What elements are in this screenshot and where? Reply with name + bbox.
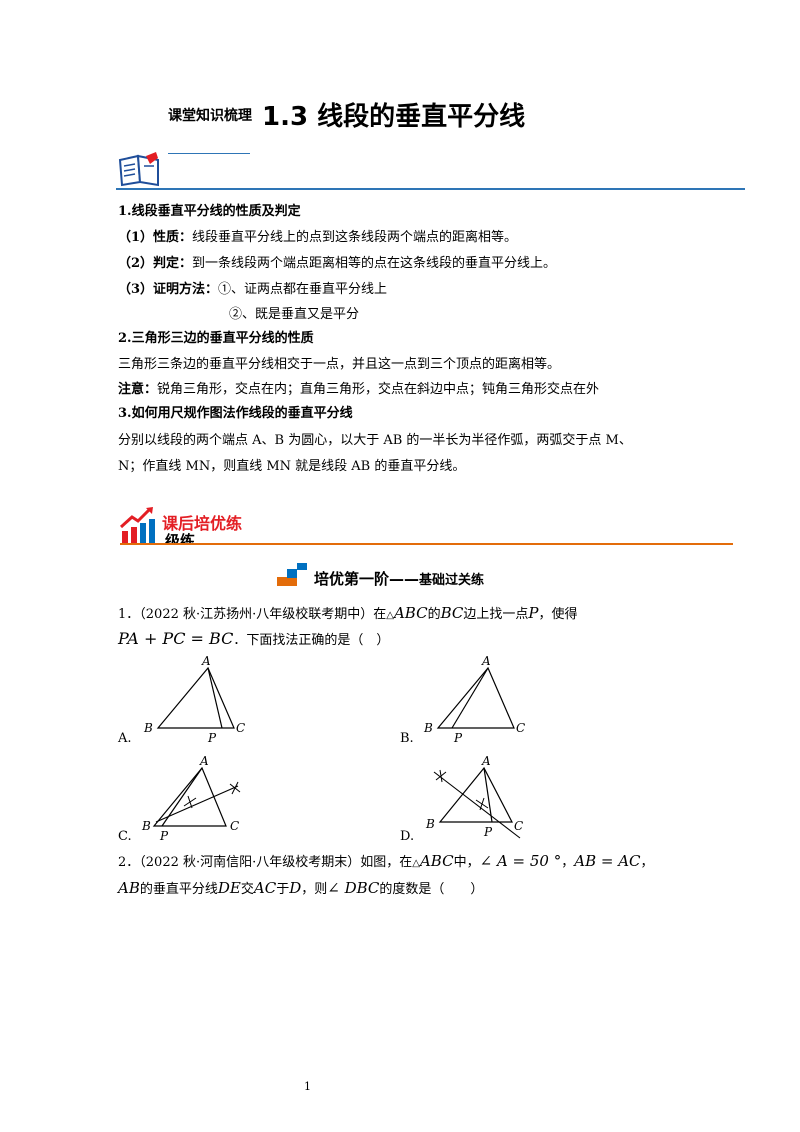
practice-label: 课后培优练: [162, 514, 243, 533]
q2-ac: AC: [253, 879, 277, 897]
q1-d-label-B: B: [425, 817, 435, 831]
q1-a-label-C: C: [236, 721, 245, 735]
q1-rest: 边上找一点: [463, 607, 529, 622]
q2-comma2: ，: [640, 855, 654, 870]
q2-l2d: ，则: [301, 882, 328, 897]
q2-comma: ，: [561, 855, 575, 870]
sec1-p1-text: 线段垂直平分线上的点到这条线段两个端点的距离相等。: [192, 230, 518, 245]
sec1-p1: （1）性质：线段垂直平分线上的点到这条线段两个端点的距离相等。: [118, 229, 517, 247]
sec3-line1: 分别以线段的两个端点 A、B 为圆心，以大于 AB 的一半长为半径作弧，两弧交于…: [118, 433, 632, 448]
q1-line1: 1．（2022 秋·江苏扬州·八年级校联考期中）在△ABC的BC边上找一点P，使…: [118, 604, 578, 625]
sec1-p3-text: ①、证两点都在垂直平分线上: [218, 282, 388, 297]
page-number: 1: [304, 1080, 311, 1093]
tier-title: 培优第一阶——: [314, 570, 420, 588]
q2-ab-ac: AB = AC: [574, 852, 641, 870]
q2-d: D: [289, 879, 302, 897]
q1-option-a-figure: A B P C: [143, 654, 245, 744]
q2-l2a: 的垂直平分线: [139, 882, 218, 897]
q1-a-label-P: P: [207, 731, 217, 744]
q1-d-label-P: P: [483, 825, 493, 839]
sec1-p3: （3）证明方法：①、证两点都在垂直平分线上: [118, 281, 387, 299]
q2-l2b: 交: [240, 882, 254, 897]
sec1-p3-label: （3）证明方法：: [118, 282, 219, 297]
tier-heading: 培优第一阶——基础过关练: [314, 568, 484, 589]
header-label: 课堂知识梳理: [168, 108, 252, 124]
q1-rest2: ，使得: [538, 607, 578, 622]
q1-option-d-label[interactable]: D.: [400, 829, 415, 844]
q1-p: P: [528, 604, 539, 622]
q1-num: 1．: [118, 607, 140, 622]
q1-c-label-B: B: [141, 819, 151, 833]
sec3-line2: N；作直线 MN，则直线 MN 就是线段 AB 的垂直平分线。: [118, 459, 466, 474]
header-short-rule: [168, 153, 250, 154]
steps-icon: [277, 563, 307, 586]
header-rule: [116, 188, 745, 190]
q2-ab: AB: [118, 879, 140, 897]
sec1-p3-line2: ②、既是垂直又是平分: [229, 307, 360, 322]
sec3-heading: 3.如何用尺规作图法作线段的垂直平分线: [118, 406, 353, 421]
q2-de: DE: [217, 879, 241, 897]
sec2-text: 三角形三条边的垂直平分线相交于一点，并且这一点到三个顶点的距离相等。: [118, 357, 561, 372]
chart-up-icon: [119, 507, 155, 543]
q1-option-a-label[interactable]: A.: [118, 731, 132, 746]
q1-c-label-A: A: [199, 754, 209, 768]
sec1-p1-label: （1）性质：: [118, 230, 193, 245]
q2-line1: 2．（2022 秋·河南信阳·八年级校考期末）如图，在△ABC中，∠ A = 5…: [118, 852, 654, 873]
sec2-note: 注意：锐角三角形，交点在内；直角三角形，交点在斜边中点；钝角三角形交点在外: [118, 381, 599, 399]
sec1-p2-label: （2）判定：: [118, 256, 193, 271]
sec2-note-text: 锐角三角形，交点在内；直角三角形，交点在斜边中点；钝角三角形交点在外: [157, 382, 600, 397]
q1-option-d-figure: A B P C: [425, 754, 523, 839]
q1-source: （2022 秋·江苏扬州·八年级校联考期中）在: [139, 607, 387, 622]
sec1-p2-text: 到一条线段两个端点距离相等的点在这条线段的垂直平分线上。: [192, 256, 557, 271]
q1-de: 的: [427, 607, 441, 622]
q2-line2: AB的垂直平分线DE交AC于D，则∠ DBC的度数是（ ）: [118, 879, 483, 899]
q1-a-label-B: B: [143, 721, 153, 735]
q1-line2-rest: ．下面找法正确的是（ ）: [233, 633, 390, 648]
q2-mid: 中，: [453, 855, 480, 870]
q1-c-label-P: P: [159, 829, 169, 843]
q1-c-label-C: C: [230, 819, 239, 833]
q2-abc: ABC: [419, 852, 454, 870]
book-icon: [118, 152, 159, 187]
q1-b-label-P: P: [453, 731, 463, 744]
sec2-heading: 2.三角形三边的垂直平分线的性质: [118, 331, 314, 346]
q2-source: （2022 秋·河南信阳·八年级校考期末）如图，在: [139, 855, 413, 870]
sec1-p2: （2）判定：到一条线段两个端点距离相等的点在这条线段的垂直平分线上。: [118, 255, 556, 273]
sec2-note-label: 注意：: [118, 382, 158, 397]
q2-l2c: 于: [276, 882, 290, 897]
tier-subtitle: 基础过关练: [419, 573, 485, 588]
q1-option-c-label[interactable]: C.: [118, 829, 132, 844]
q1-b-label-B: B: [423, 721, 433, 735]
q2-angle-a: ∠ A = 50 °: [479, 852, 562, 870]
q1-option-c-figure: A B P C: [141, 754, 241, 843]
q1-tri: △: [386, 610, 394, 621]
q1-option-b-label[interactable]: B.: [400, 731, 414, 746]
q1-bc: BC: [440, 604, 464, 622]
sec1-heading: 1.线段垂直平分线的性质及判定: [118, 204, 301, 219]
q1-abc: ABC: [393, 604, 428, 622]
q1-d-label-A: A: [481, 754, 491, 768]
q1-option-b-figure: A B P C: [423, 654, 525, 744]
q1-eq: PA + PC = BC: [118, 629, 234, 648]
q1-a-label-A: A: [201, 654, 211, 668]
q2-dbc: ∠ DBC: [327, 879, 380, 897]
page-title: 1.3 线段的垂直平分线: [262, 102, 526, 132]
q1-line2: PA + PC = BC．下面找法正确的是（ ）: [118, 630, 389, 650]
q2-tri: △: [412, 858, 420, 869]
q1-b-label-A: A: [481, 654, 491, 668]
q1-b-label-C: C: [516, 721, 525, 735]
q1-d-label-C: C: [514, 819, 523, 833]
q2-l2e: 的度数是（ ）: [379, 882, 484, 897]
practice-rule: [120, 543, 733, 545]
practice-sublabel: 级练: [165, 532, 196, 543]
q2-num: 2．: [118, 855, 140, 870]
